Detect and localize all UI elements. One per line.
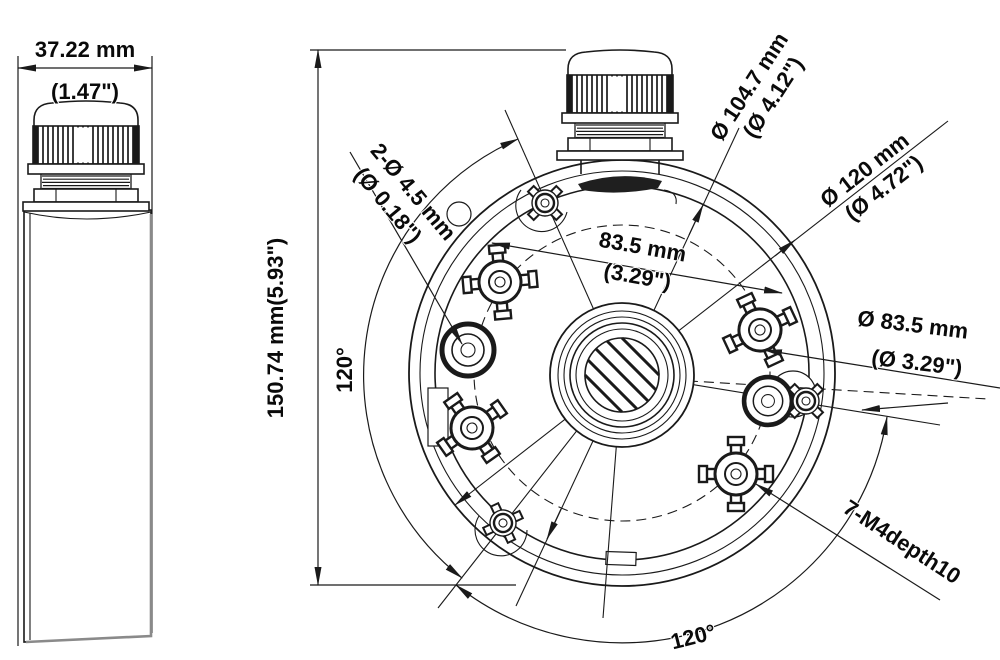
central-hub [549,302,695,448]
side-view: 37.22 mm (1.47") [17,36,153,646]
grommet-hole [442,324,494,376]
front-cable-gland [556,49,684,161]
height-dimension: 150.74 mm(5.93") [262,49,566,586]
side-width-label-mm: 37.22 mm [35,37,135,62]
angle-dimensions [363,138,888,644]
cable-slot [578,176,662,193]
angle-left-label: 120° [332,347,357,393]
grommet-hole [744,377,792,425]
leader-lines [349,151,1000,601]
side-width-label-in: (1.47") [51,79,119,104]
tab-screw [787,382,825,420]
side-view-cable-gland [22,100,150,212]
side-view-body [23,209,153,644]
hub-thread-hatching [583,336,661,414]
side-height-label: 150.74 mm(5.93") [263,238,288,418]
front-gland-neck [578,160,677,205]
tab-screw [526,184,564,222]
